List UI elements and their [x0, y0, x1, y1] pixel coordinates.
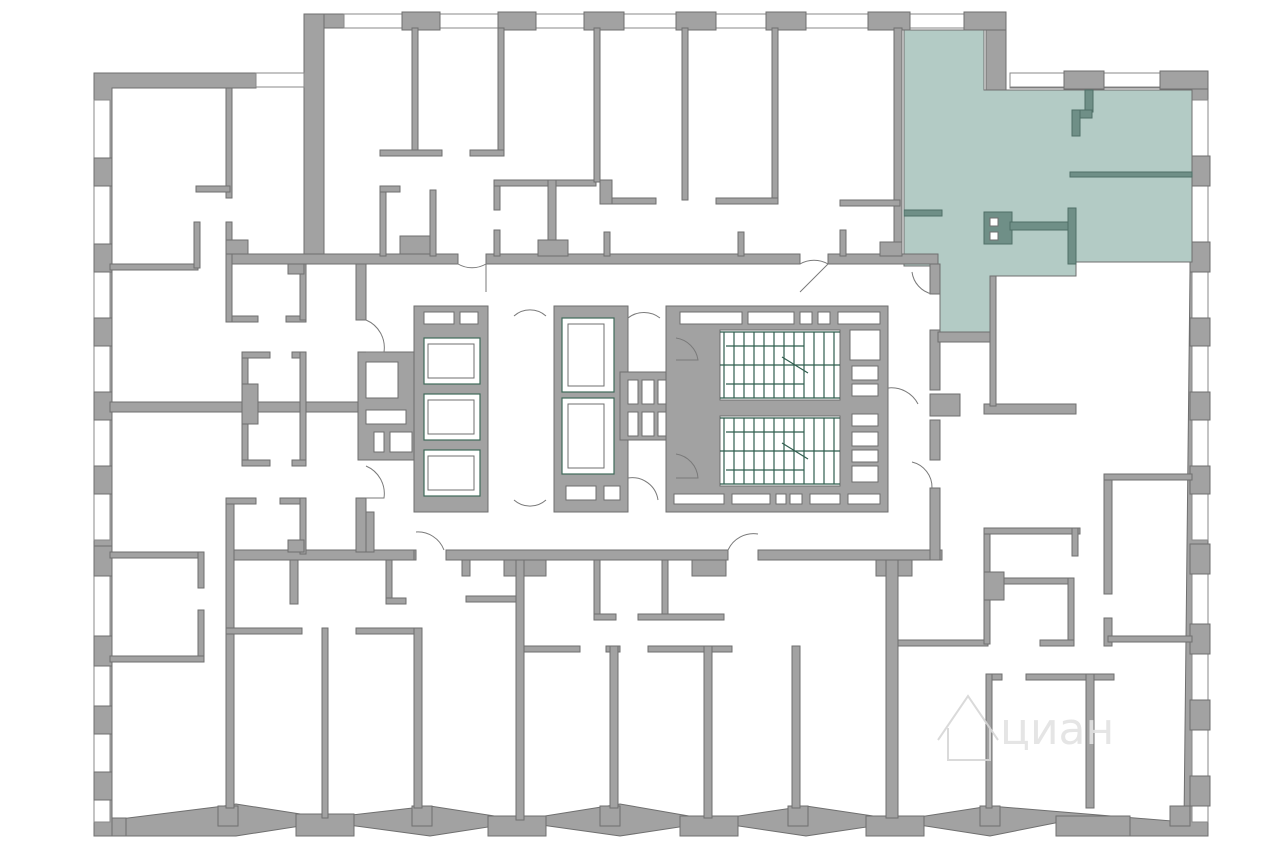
door-swing-icon: [911, 271, 933, 295]
door-swing-icon: [627, 477, 659, 501]
door-swing-icon: [727, 533, 759, 551]
door-swing-icon: [513, 309, 547, 317]
door-swing-icon: [365, 319, 385, 353]
door-swing-icon: [799, 259, 829, 293]
doors: [365, 259, 933, 551]
watermark-text: циан: [1000, 704, 1114, 755]
door-swing-icon: [675, 453, 699, 479]
stairs: [720, 331, 840, 485]
central-core: [357, 305, 889, 513]
door-swing-icon: [415, 531, 445, 551]
door-swing-icon: [365, 465, 385, 499]
windows: [93, 13, 1209, 823]
door-swing-icon: [675, 337, 699, 361]
window-piers: [93, 11, 1211, 837]
door-swing-icon: [887, 387, 919, 405]
door-swing-icon: [513, 499, 547, 507]
room-partitions: [109, 27, 1193, 821]
cian-watermark: циан: [937, 694, 1114, 761]
door-swing-icon: [627, 312, 661, 319]
highlighted-apartment[interactable]: [903, 29, 1193, 333]
cian-house-icon: [937, 694, 999, 761]
stair-arrow-icon: [781, 356, 809, 374]
stair-arrow-icon: [781, 442, 809, 460]
door-swing-icon: [911, 461, 933, 489]
door-swing-icon: [457, 263, 487, 292]
